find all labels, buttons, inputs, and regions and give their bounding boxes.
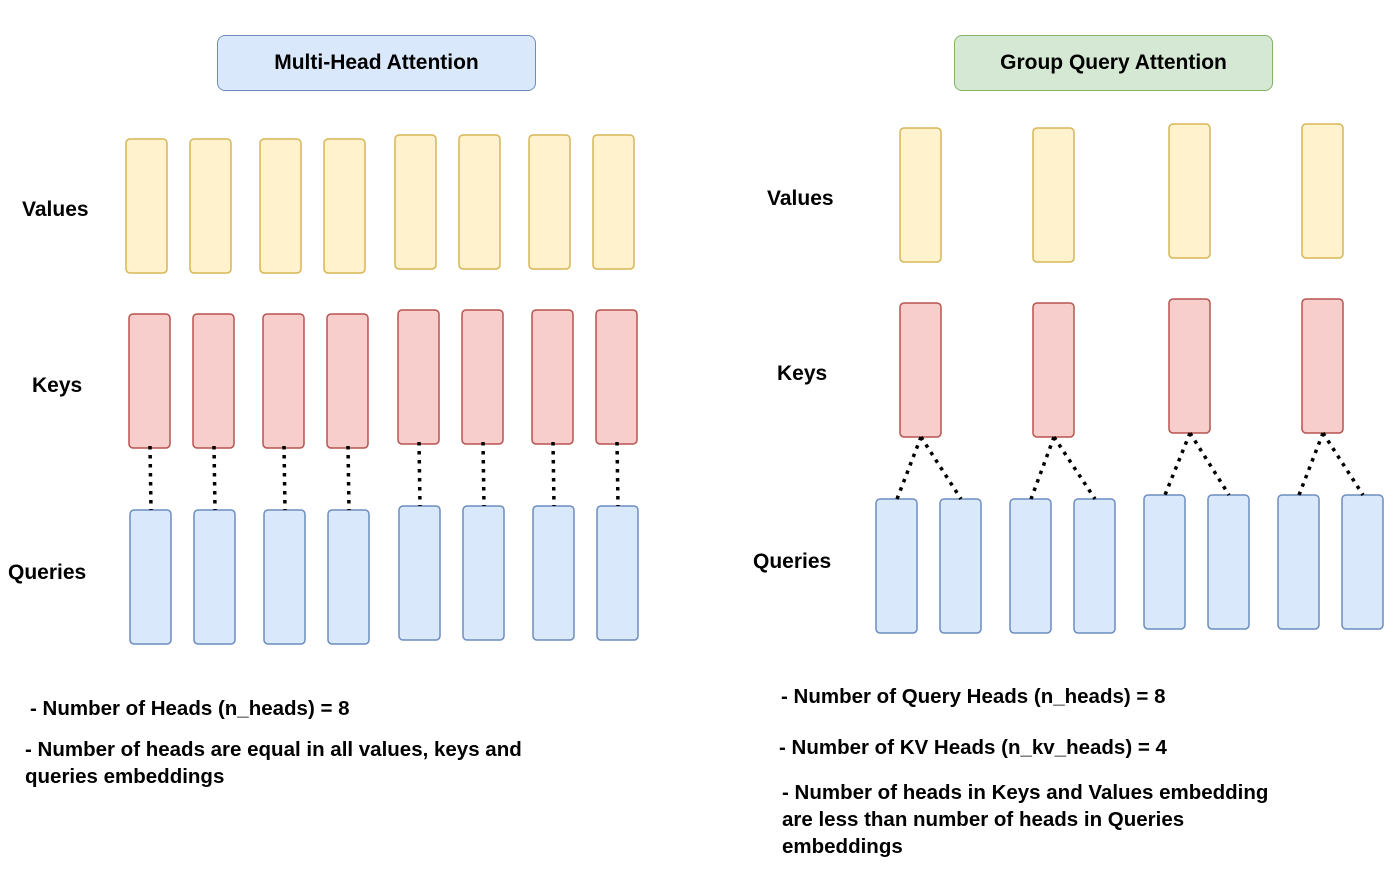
- mha-query-head: [263, 509, 306, 645]
- mha-query-head: [193, 509, 236, 645]
- mha-connector: [282, 445, 287, 511]
- mha-key-head: [326, 313, 369, 449]
- gqa-note-less-line3: embeddings: [782, 835, 903, 858]
- gqa-connector: [1052, 436, 1097, 500]
- mha-queries-label: Queries: [8, 561, 87, 584]
- gqa-connector: [919, 436, 963, 500]
- gqa-values-label: Values: [767, 187, 834, 210]
- mha-key-head: [397, 309, 440, 445]
- mha-value-head: [528, 134, 571, 270]
- gqa-query-head: [1143, 494, 1186, 630]
- mha-connector: [212, 445, 217, 511]
- mha-connector: [481, 441, 486, 507]
- gqa-value-head: [1301, 123, 1344, 259]
- mha-key-head: [461, 309, 504, 445]
- mha-query-head: [462, 505, 505, 641]
- mha-values-label: Values: [22, 198, 89, 221]
- mha-key-head: [531, 309, 574, 445]
- gqa-queries-label: Queries: [753, 550, 832, 573]
- mha-value-head: [189, 138, 232, 274]
- gqa-connector: [895, 436, 923, 500]
- mha-connector: [346, 445, 351, 511]
- gqa-connector: [1188, 432, 1231, 496]
- mha-note-equal-line2: queries embeddings: [25, 765, 225, 788]
- mha-key-head: [262, 313, 305, 449]
- gqa-query-head: [1341, 494, 1384, 630]
- gqa-query-head: [939, 498, 982, 634]
- gqa-diagram: [875, 123, 1384, 634]
- mha-title: Multi-Head Attention: [217, 35, 536, 91]
- gqa-value-head: [1168, 123, 1211, 259]
- gqa-query-head: [1009, 498, 1052, 634]
- gqa-value-head: [899, 127, 942, 263]
- gqa-query-head: [1073, 498, 1116, 634]
- mha-connector: [148, 445, 153, 511]
- mha-diagram: [125, 134, 639, 645]
- mha-key-head: [128, 313, 171, 449]
- mha-connector: [551, 441, 556, 507]
- mha-query-head: [129, 509, 172, 645]
- mha-connector: [417, 441, 422, 507]
- mha-keys-label: Keys: [32, 374, 83, 397]
- mha-key-head: [192, 313, 235, 449]
- mha-value-head: [394, 134, 437, 270]
- gqa-query-head: [1277, 494, 1320, 630]
- gqa-value-head: [1032, 127, 1075, 263]
- mha-note-heads: - Number of Heads (n_heads) = 8: [30, 697, 350, 720]
- gqa-query-head: [875, 498, 918, 634]
- gqa-connector: [1163, 432, 1192, 496]
- gqa-key-head: [1168, 298, 1211, 434]
- gqa-key-head: [899, 302, 942, 438]
- gqa-note-kv-heads: - Number of KV Heads (n_kv_heads) = 4: [779, 736, 1167, 759]
- gqa-connector: [1297, 432, 1325, 496]
- gqa-query-head: [1207, 494, 1250, 630]
- mha-value-head: [323, 138, 366, 274]
- mha-key-head: [595, 309, 638, 445]
- gqa-key-head: [1301, 298, 1344, 434]
- mha-query-head: [398, 505, 441, 641]
- gqa-note-less-line2: are less than number of heads in Queries: [782, 808, 1185, 831]
- mha-value-head: [259, 138, 302, 274]
- gqa-keys-label: Keys: [777, 362, 828, 385]
- mha-connector: [615, 441, 620, 507]
- gqa-title: Group Query Attention: [954, 35, 1273, 91]
- mha-value-head: [592, 134, 635, 270]
- gqa-key-head: [1032, 302, 1075, 438]
- mha-note-equal-line1: - Number of heads are equal in all value…: [25, 738, 522, 761]
- gqa-connector: [1029, 436, 1056, 500]
- mha-query-head: [327, 509, 370, 645]
- mha-value-head: [125, 138, 168, 274]
- mha-value-head: [458, 134, 501, 270]
- gqa-connector: [1321, 432, 1365, 496]
- gqa-note-less-line1: - Number of heads in Keys and Values emb…: [782, 781, 1269, 804]
- mha-query-head: [596, 505, 639, 641]
- mha-query-head: [532, 505, 575, 641]
- gqa-note-query-heads: - Number of Query Heads (n_heads) = 8: [781, 685, 1166, 708]
